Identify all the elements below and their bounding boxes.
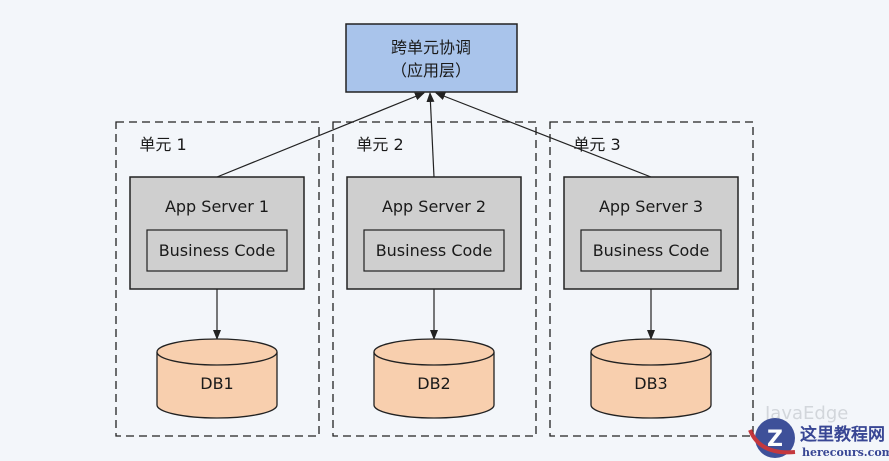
app-server-label: App Server 2 <box>382 197 486 216</box>
app-server-label: App Server 1 <box>165 197 269 216</box>
coordinator-title: 跨单元协调 <box>391 38 471 57</box>
coordinator-box: 跨单元协调 （应用层） <box>345 23 518 93</box>
unit-boundary <box>332 121 537 437</box>
svg-text:Z: Z <box>767 427 783 452</box>
db-label: DB2 <box>417 374 450 393</box>
db-label: DB1 <box>200 374 233 393</box>
coordinator-subtitle: （应用层） <box>391 61 471 80</box>
unit-label: 单元 1 <box>139 135 186 154</box>
business-code-label: Business Code <box>376 241 493 260</box>
unit-boundary <box>549 121 754 437</box>
db-label: DB3 <box>634 374 667 393</box>
app-server-box <box>563 176 739 290</box>
database-cylinder <box>156 338 278 419</box>
logo-url: herecours.com <box>802 446 889 459</box>
business-code-label: Business Code <box>593 241 710 260</box>
business-code-box <box>146 229 288 272</box>
app-server-box <box>129 176 305 290</box>
database-cylinder <box>590 338 712 419</box>
app-server-label: App Server 3 <box>599 197 703 216</box>
unit-label: 单元 2 <box>356 135 403 154</box>
coordination-arrow <box>426 92 435 178</box>
business-code-box <box>580 229 722 272</box>
database-cylinder <box>373 338 495 419</box>
logo-title: 这里教程网 <box>800 424 885 445</box>
watermark: JavaEdge Z 这里教程网 herecours.com <box>748 403 889 459</box>
coordination-arrow <box>216 92 425 178</box>
business-code-label: Business Code <box>159 241 276 260</box>
watermark-text: JavaEdge <box>764 403 848 424</box>
app-server-box <box>346 176 522 290</box>
business-code-box <box>363 229 505 272</box>
coordination-arrow <box>435 92 652 178</box>
unit-label: 单元 3 <box>573 135 620 154</box>
unit-boundary <box>115 121 320 437</box>
